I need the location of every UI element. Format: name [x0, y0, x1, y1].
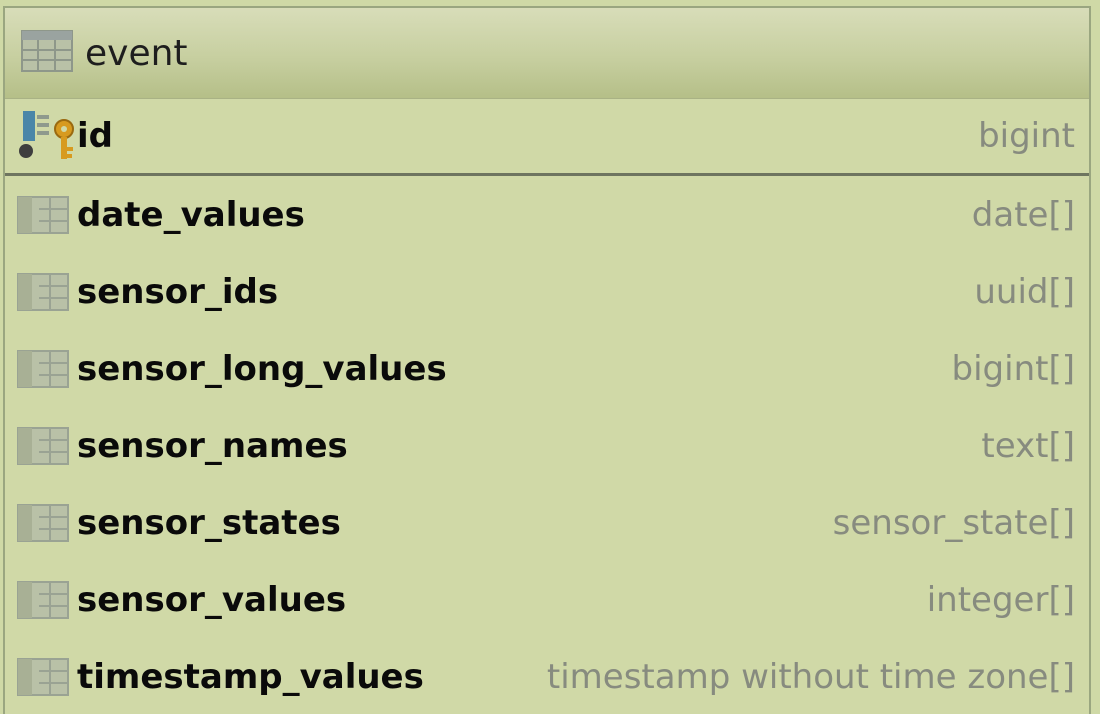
table-icon [21, 30, 73, 76]
column-type: bigint [978, 116, 1075, 156]
column-type: bigint[] [951, 348, 1075, 389]
column-row[interactable]: sensor_values integer[] [5, 561, 1089, 638]
column-row[interactable]: timestamp_values timestamp without time … [5, 638, 1089, 714]
column-icon [17, 503, 77, 542]
column-name: date_values [77, 194, 305, 235]
column-icon [17, 426, 77, 465]
column-row-primary-key[interactable]: id bigint [5, 99, 1089, 176]
column-name: sensor_ids [77, 271, 279, 312]
table-header[interactable]: event [5, 8, 1089, 99]
column-row[interactable]: date_values date[] [5, 176, 1089, 253]
column-row[interactable]: sensor_long_values bigint[] [5, 330, 1089, 407]
column-type: sensor_state[] [832, 502, 1075, 543]
column-type: date[] [971, 194, 1075, 235]
column-row[interactable]: sensor_ids uuid[] [5, 253, 1089, 330]
column-type: timestamp without time zone[] [546, 656, 1075, 697]
column-row[interactable]: sensor_names text[] [5, 407, 1089, 484]
column-type: text[] [981, 425, 1075, 466]
column-row[interactable]: sensor_states sensor_state[] [5, 484, 1089, 561]
column-type: integer[] [926, 579, 1075, 620]
column-icon [17, 195, 77, 234]
column-type: uuid[] [974, 271, 1075, 312]
column-name: sensor_long_values [77, 348, 447, 389]
primary-key-column-icon [17, 109, 77, 163]
column-icon [17, 657, 77, 696]
column-icon [17, 349, 77, 388]
column-icon [17, 580, 77, 619]
column-icon [17, 272, 77, 311]
table-name: event [85, 32, 188, 74]
column-name: timestamp_values [77, 656, 424, 697]
column-name: sensor_names [77, 425, 348, 466]
column-name: sensor_states [77, 502, 341, 543]
entity-table-event[interactable]: event id bigint [3, 6, 1091, 714]
column-name: sensor_values [77, 579, 347, 620]
column-name: id [77, 116, 113, 156]
